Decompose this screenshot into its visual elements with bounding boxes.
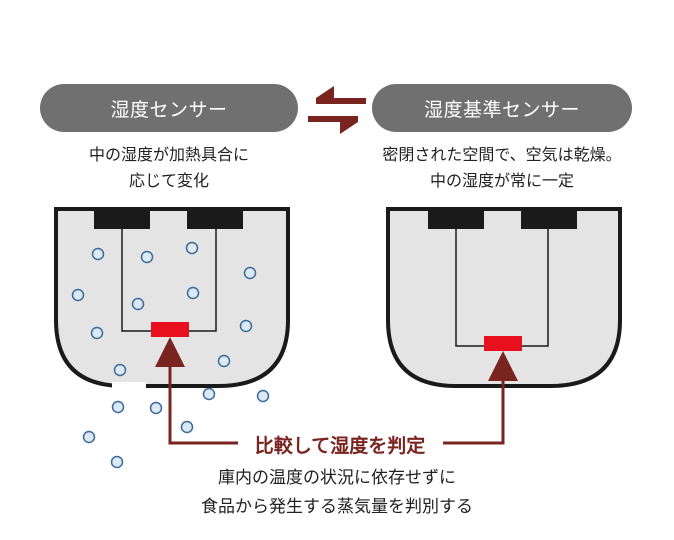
conclusion-line2: 食品から発生する蒸気量を判別する: [201, 497, 473, 517]
humidity-sensor-chamber: [54, 207, 290, 391]
exchange-arrows-icon: [308, 86, 366, 134]
humidity-sensor-desc-line2: 応じて変化: [128, 171, 209, 190]
humidity-sensor-element: [151, 322, 189, 337]
humidity-sensor-title: 湿度センサー: [40, 84, 298, 132]
comparison-connector: [155, 337, 518, 445]
right-top-block-1: [428, 209, 484, 229]
left-top-block-2: [187, 209, 243, 229]
reference-sensor-desc-line2: 中の湿度が常に一定: [429, 171, 574, 190]
reference-sensor-element: [484, 336, 522, 351]
right-top-block-2: [521, 209, 577, 229]
conclusion-line1: 庫内の温度の状況に依存せずに: [218, 468, 456, 488]
reference-sensor-desc-line1: 密閉された空間で、空気は乾燥。: [382, 145, 622, 164]
left-top-block-1: [94, 209, 150, 229]
conclusion-text: 庫内の温度の状況に依存せずに 食品から発生する蒸気量を判別する: [150, 464, 524, 522]
reference-sensor-chamber: [386, 207, 622, 388]
comparison-result-label: 比較して湿度を判定: [254, 435, 426, 457]
humidity-sensor-desc-line1: 中の湿度が加熱具合に: [88, 145, 249, 164]
humidity-sensor-description: 中の湿度が加熱具合に 応じて変化: [40, 142, 298, 194]
vapor-bubbles: [71, 241, 270, 469]
reference-sensor-description: 密閉された空間で、空気は乾燥。 中の湿度が常に一定: [352, 142, 652, 194]
reference-sensor-title: 湿度基準センサー: [372, 84, 632, 132]
